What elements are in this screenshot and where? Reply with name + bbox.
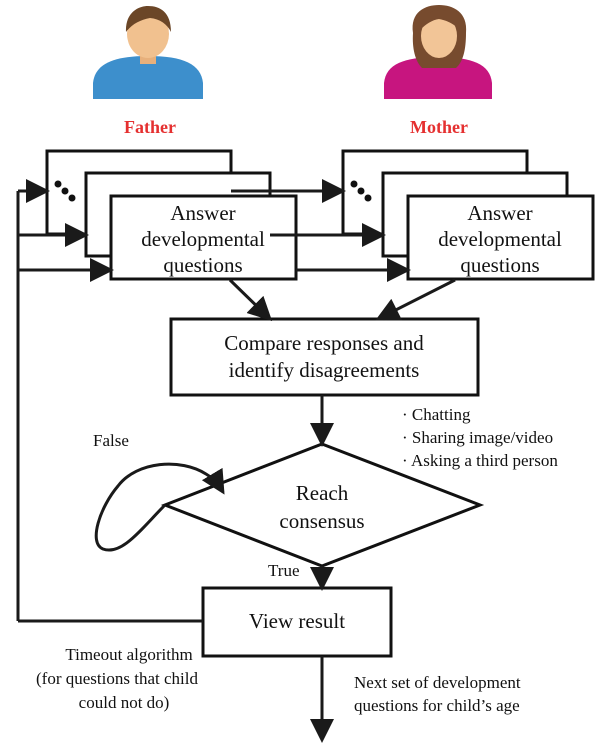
father-answer-line-3: questions [163,253,242,277]
mother-avatar [384,5,492,99]
father-three-dots-icon [54,180,76,202]
mother-answer-line-2: developmental [438,227,562,251]
father-to-compare-arrow [228,278,273,322]
next-note-line-1: Next set of development [354,673,521,692]
mother-fringe [420,10,460,30]
father-avatar [93,6,203,99]
consensus-line-1: Reach [296,481,349,505]
father-answer-line-1: Answer [170,201,235,225]
father-neck [140,54,156,64]
false-loop-path [94,462,225,552]
father-answer-box [109,194,298,281]
false-label: False [93,431,129,450]
mother-shirt [384,57,492,99]
mother-answer-line-1: Answer [467,201,532,225]
timeout-note-line-3: could not do) [79,693,170,712]
compare-line-1: Compare responses and [224,331,424,355]
result-label: View result [249,609,345,633]
next-note-line-2: questions for child’s age [354,696,520,715]
consensus-line-2: consensus [279,509,364,533]
mother-answer-line-3: questions [460,253,539,277]
father-shirt [93,56,203,99]
true-label: True [268,561,300,580]
consensus-note-1: · Chatting [402,405,471,424]
father-answer-line-2: developmental [141,227,265,251]
consensus-note-3: · Asking a third person [402,451,558,470]
result-box [201,586,393,658]
mother-answer-box [406,194,595,281]
compare-line-2: identify disagreements [229,358,420,382]
timeout-note-line-2: (for questions that child [36,669,198,688]
consensus-note-2: · Sharing image/video [402,428,553,447]
mother-label: Mother [410,117,468,137]
mother-face [421,14,457,58]
timeout-note-line-1: Timeout algorithm [65,645,192,664]
father-hair [125,6,171,32]
mother-three-dots-icon [350,180,372,202]
compare-box [169,317,480,397]
father-label: Father [124,117,176,137]
mother-to-compare-arrow [375,278,456,321]
